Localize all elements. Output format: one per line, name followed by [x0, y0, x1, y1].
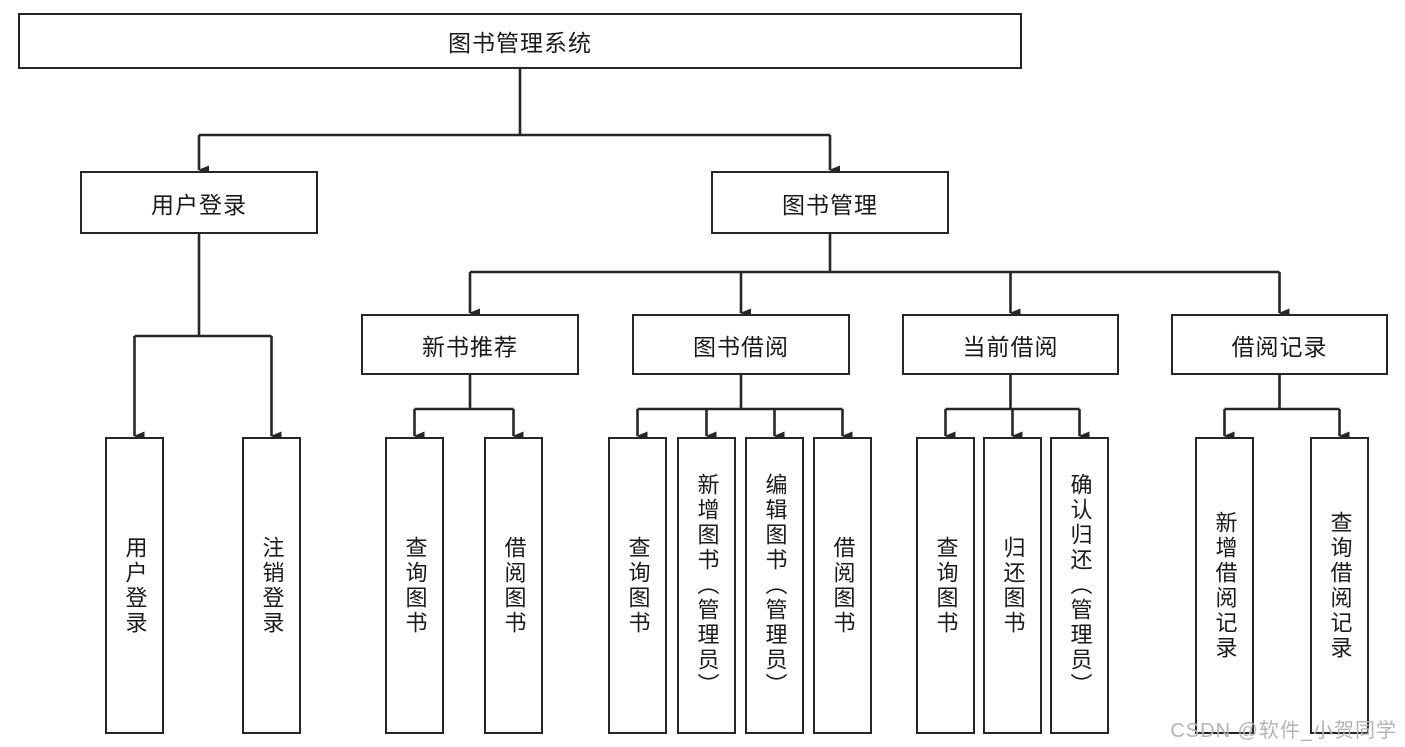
- node-leaf-borrow-book-2[interactable]: 借阅图书: [813, 437, 872, 734]
- node-leaf-add-borrow-record[interactable]: 新增借阅记录: [1195, 437, 1254, 734]
- node-label: 图书管理: [782, 191, 878, 218]
- node-borrowing-records[interactable]: 借阅记录: [1171, 314, 1388, 375]
- node-leaf-confirm-return-admin[interactable]: 确认归还（管理员）: [1050, 437, 1109, 734]
- node-leaf-return-book[interactable]: 归还图书: [983, 437, 1042, 734]
- node-root-library-management-system[interactable]: 图书管理系统: [18, 13, 1022, 69]
- node-leaf-query-book-1[interactable]: 查询图书: [385, 437, 444, 734]
- node-label: 图书管理系统: [448, 30, 592, 56]
- node-label: 借阅图书: [501, 535, 527, 636]
- node-label: 编辑图书（管理员）: [762, 473, 788, 698]
- node-label: 查询图书: [402, 535, 428, 636]
- node-label: 新书推荐: [422, 333, 518, 360]
- node-leaf-logout[interactable]: 注销登录: [242, 437, 301, 734]
- node-leaf-query-borrow-record[interactable]: 查询借阅记录: [1310, 437, 1369, 734]
- node-label: 新增图书（管理员）: [694, 473, 720, 698]
- node-leaf-user-login[interactable]: 用户登录: [105, 437, 164, 734]
- node-leaf-query-book-2[interactable]: 查询图书: [608, 437, 667, 734]
- node-leaf-query-book-3[interactable]: 查询图书: [916, 437, 975, 734]
- node-book-management[interactable]: 图书管理: [711, 171, 949, 234]
- node-user-login[interactable]: 用户登录: [80, 171, 318, 234]
- node-label: 当前借阅: [962, 333, 1059, 360]
- node-label: 查询借阅记录: [1327, 510, 1353, 661]
- node-label: 借阅记录: [1231, 333, 1328, 360]
- node-book-borrowing[interactable]: 图书借阅: [632, 314, 850, 375]
- node-new-book-recommendation[interactable]: 新书推荐: [361, 314, 579, 375]
- node-label: 图书借阅: [693, 333, 789, 360]
- node-leaf-edit-book-admin[interactable]: 编辑图书（管理员）: [745, 437, 804, 734]
- node-leaf-add-book-admin[interactable]: 新增图书（管理员）: [677, 437, 736, 734]
- node-label: 新增借阅记录: [1212, 510, 1238, 661]
- node-label: 确认归还（管理员）: [1067, 473, 1093, 698]
- node-label: 注销登录: [259, 535, 285, 636]
- watermark-csdn: CSDN @软件_小贺同学: [1170, 720, 1397, 742]
- node-current-borrowing[interactable]: 当前借阅: [902, 314, 1119, 375]
- node-label: 归还图书: [1000, 535, 1026, 636]
- node-leaf-borrow-book-1[interactable]: 借阅图书: [484, 437, 543, 734]
- node-label: 用户登录: [122, 535, 148, 636]
- node-label: 借阅图书: [830, 535, 856, 636]
- node-label: 查询图书: [933, 535, 959, 636]
- node-label: 查询图书: [625, 535, 651, 636]
- node-label: 用户登录: [151, 191, 247, 218]
